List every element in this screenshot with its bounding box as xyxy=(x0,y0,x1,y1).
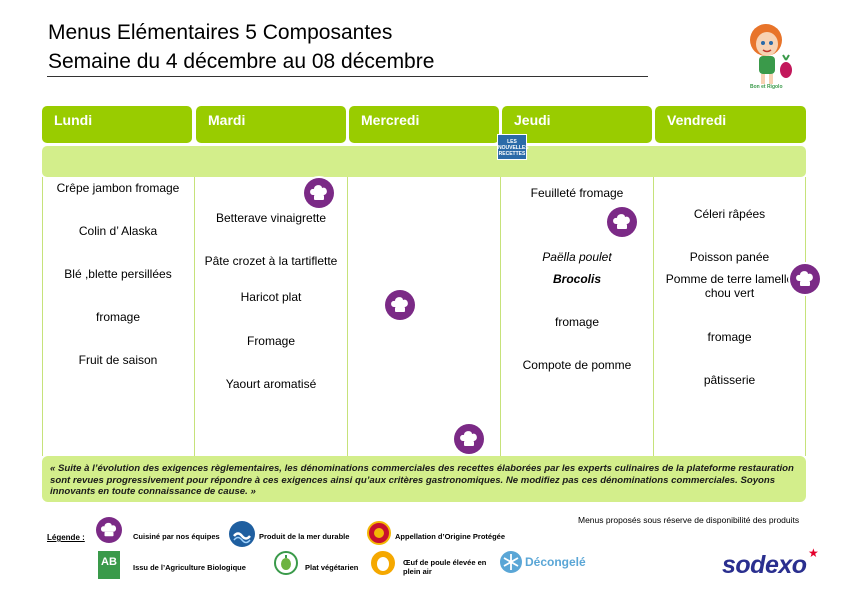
fish-wave-icon xyxy=(229,521,255,547)
ab-mark: AB xyxy=(101,556,117,568)
dish-mardi-garniture: Haricot plat xyxy=(240,290,302,304)
dish-jeudi-entree: Feuilleté fromage xyxy=(530,186,624,200)
snowflake-icon xyxy=(500,551,522,573)
nouv-line3: RECETTES xyxy=(498,151,526,157)
dish-mardi-plat: Pâte crozet à la tartiflette xyxy=(204,254,338,268)
dish-vendredi-plat: Poisson panée xyxy=(689,250,770,264)
legend-mer: Produit de la mer durable xyxy=(259,532,350,541)
dish-jeudi-fromage: fromage xyxy=(554,315,600,329)
aop-seal-icon xyxy=(367,521,391,545)
legend-vege: Plat végétarien xyxy=(305,563,359,572)
dish-vendredi-fromage: fromage xyxy=(707,330,752,344)
day-header-mardi: Mardi xyxy=(196,106,346,143)
day-header-jeudi: Jeudi xyxy=(502,106,652,143)
dish-vendredi-garniture-2: chou vert xyxy=(704,286,755,300)
column-divider xyxy=(805,177,806,456)
column-divider xyxy=(500,177,501,456)
nouv-line2: NOUVELLES xyxy=(498,145,529,151)
chef-hat-icon xyxy=(96,517,122,543)
column-divider xyxy=(42,177,43,456)
dish-lundi-dessert: Fruit de saison xyxy=(78,353,158,367)
dish-jeudi-dessert: Compote de pomme xyxy=(522,358,632,372)
dish-lundi-plat: Colin d’ Alaska xyxy=(78,224,158,238)
mascot-caption: Bon et Rigolo xyxy=(750,84,783,90)
chef-hat-icon xyxy=(790,264,820,294)
nouv-line1: LES xyxy=(507,139,517,145)
menu-title: Menus Elémentaires 5 Composantes xyxy=(48,21,393,44)
column-divider xyxy=(194,177,195,456)
menu-week: Semaine du 4 décembre au 08 décembre xyxy=(48,50,435,73)
legend-title: Légende : xyxy=(47,533,85,542)
legend-decongele: Décongelé xyxy=(525,555,586,569)
legend-aop: Appellation d’Origine Protégée xyxy=(395,532,506,541)
sodexo-star-icon: ★ xyxy=(808,546,819,560)
dish-lundi-fromage: fromage xyxy=(95,310,141,324)
header-band xyxy=(42,146,806,177)
sodexo-logo: sodexo xyxy=(722,551,807,579)
title-underline xyxy=(47,76,648,77)
day-header-vendredi: Vendredi xyxy=(655,106,806,143)
nouvelles-recettes-tag: LES NOUVELLES RECETTES xyxy=(497,134,529,160)
availability-note: Menus proposés sous réserve de disponibi… xyxy=(578,515,800,525)
mascot-illustration: Bon et Rigolo xyxy=(740,14,798,94)
chef-hat-icon xyxy=(304,178,334,208)
dish-mardi-entree: Betterave vinaigrette xyxy=(215,211,327,225)
regulatory-note: « Suite à l’évolution des exigences règl… xyxy=(42,456,806,502)
column-divider xyxy=(653,177,654,456)
dish-mardi-dessert: Yaourt aromatisé xyxy=(225,377,317,391)
day-header-lundi: Lundi xyxy=(42,106,192,143)
dish-lundi-entree: Crêpe jambon fromage xyxy=(56,181,180,195)
egg-icon xyxy=(371,551,395,575)
day-header-mercredi: Mercredi xyxy=(349,106,499,143)
dish-vendredi-entree: Céleri râpées xyxy=(693,207,766,221)
dish-vendredi-dessert: pâtisserie xyxy=(703,373,756,387)
chef-hat-icon xyxy=(454,424,484,454)
chef-hat-icon xyxy=(607,207,637,237)
dish-jeudi-garniture: Brocolis xyxy=(552,272,601,286)
legend-oeuf: Œuf de poule élevée en plein air xyxy=(403,558,487,576)
dish-lundi-garniture: Blé ,blette persillées xyxy=(64,267,172,281)
legend-cuisine: Cuisiné par nos équipes xyxy=(133,532,220,541)
legend-bio: Issu de l’Agriculture Biologique xyxy=(133,563,246,572)
dish-mardi-fromage: Fromage xyxy=(246,334,296,348)
vegetable-icon xyxy=(274,551,298,575)
dish-vendredi-garniture: Pomme de terre lamelle xyxy=(665,272,794,286)
dish-jeudi-plat: Paëlla poulet xyxy=(542,250,612,264)
ab-organic-icon: AB xyxy=(98,551,120,579)
chef-hat-icon xyxy=(385,290,415,320)
column-divider xyxy=(347,177,348,456)
